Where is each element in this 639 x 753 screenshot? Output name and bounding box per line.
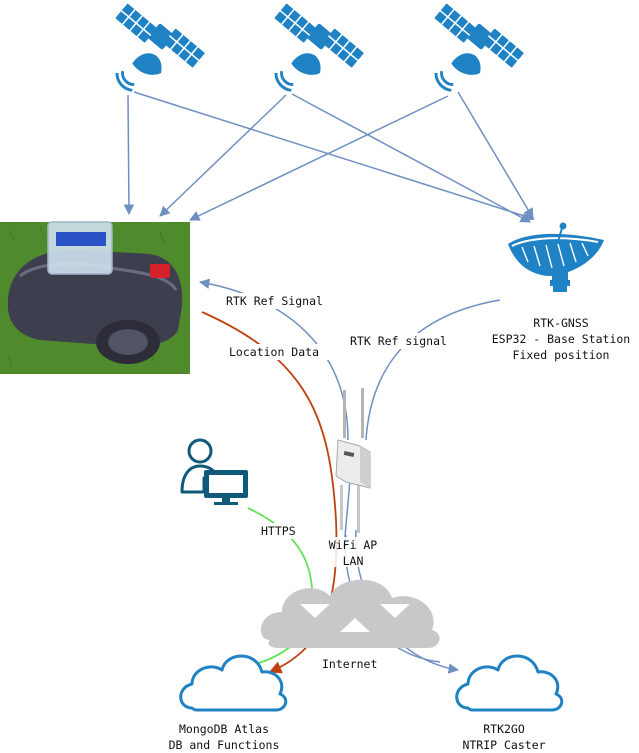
- mongodb-label: MongoDB Atlas: [179, 722, 269, 736]
- base-station-label: Fixed position: [513, 348, 610, 362]
- robot-mower-photo: [0, 221, 190, 374]
- rtk-ref-signal-label: RTK Ref Signal: [226, 294, 323, 308]
- satellite-icon: [434, 2, 526, 92]
- rtk-ref-signal-label: RTK Ref signal: [350, 334, 447, 348]
- user-computer-icon: [180, 438, 248, 505]
- location-data-label: Location Data: [229, 345, 319, 359]
- https-label: HTTPS: [261, 524, 296, 538]
- wifi-ap-label: LAN: [343, 554, 364, 568]
- base-station-label: RTK-GNSS: [533, 316, 588, 330]
- internet-label: Internet: [322, 657, 377, 671]
- wifi-router-icon: [335, 388, 371, 533]
- satellite-icon: [274, 2, 366, 92]
- connector-lines: [123, 91, 536, 674]
- cloud-icon: [179, 654, 288, 712]
- cloud-icon: [455, 654, 564, 712]
- internet-cloud-icon: [260, 579, 440, 648]
- wifi-ap-label: WiFi AP: [329, 538, 378, 552]
- rtk2go-label: RTK2GO: [483, 722, 525, 736]
- mongodb-label: DB and Functions: [169, 738, 280, 752]
- rtk2go-label: NTRIP Caster: [462, 738, 545, 752]
- base-station-label: ESP32 - Base Station: [492, 332, 630, 346]
- satellite-icon: [115, 2, 207, 92]
- satellite-dish-icon: [508, 222, 604, 292]
